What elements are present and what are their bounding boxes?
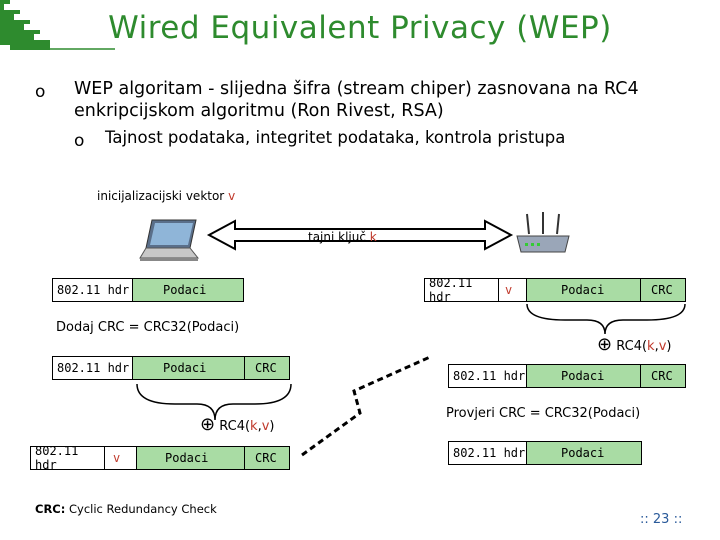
packet-crc: CRC — [641, 365, 685, 387]
key-var: k — [369, 230, 377, 244]
packet-header: 802.11 hdr — [425, 276, 499, 304]
bullet-marker: o — [35, 82, 46, 102]
packet-iv: v — [105, 447, 137, 469]
packet-crc: CRC — [641, 279, 685, 301]
rc4-comma: , — [257, 419, 262, 434]
receiver-packet-plain: 802.11 hdr Podaci — [448, 441, 642, 465]
packet-data: Podaci — [137, 447, 245, 469]
packet-data: Podaci — [527, 365, 641, 387]
sender-packet-encrypted: 802.11 hdr v Podaci CRC — [30, 444, 290, 472]
crc-definition: Cyclic Redundancy Check — [65, 502, 217, 516]
sub-bullet-marker: o — [74, 131, 85, 151]
sender-packet-plain: 802.11 hdr Podaci — [52, 278, 244, 302]
packet-data: Podaci — [527, 442, 641, 464]
receiver-rc4: ⊕ RC4(k,v) — [597, 334, 672, 355]
packet-crc: CRC — [245, 357, 289, 379]
laptop-icon — [139, 219, 200, 261]
packet-header: 802.11 hdr — [53, 357, 133, 379]
packet-data: Podaci — [133, 279, 243, 301]
sender-brace — [136, 383, 292, 421]
slide-title: Wired Equivalent Privacy (WEP) — [108, 10, 612, 46]
check-crc-text: Provjeri CRC = CRC32(Podaci) — [446, 406, 641, 421]
packet-data: Podaci — [133, 357, 245, 379]
receiver-brace — [526, 303, 686, 335]
rc4-v: v — [658, 339, 667, 354]
packet-iv: v — [499, 279, 527, 301]
packet-header: 802.11 hdr — [53, 279, 133, 301]
receiver-packet-decrypted: 802.11 hdr Podaci CRC — [448, 364, 686, 388]
add-crc-text: Dodaj CRC = CRC32(Podaci) — [56, 320, 240, 335]
packet-iv-var: v — [505, 283, 513, 297]
xor-symbol: ⊕ — [200, 414, 216, 435]
iv-var: v — [228, 189, 236, 203]
footer-crc-note: CRC: Cyclic Redundancy Check — [35, 502, 217, 516]
sub-bullet-text: Tajnost podataka, integritet podataka, k… — [105, 128, 566, 147]
page-number: :: 23 :: — [640, 512, 683, 527]
packet-header: 802.11 hdr — [31, 444, 105, 472]
key-label: tajni ključ k — [308, 230, 377, 244]
rc4-k: k — [250, 419, 258, 434]
iv-label: inicijalizacijski vektor v — [97, 189, 235, 203]
packet-iv-var: v — [113, 451, 121, 465]
wireless-router-icon — [516, 212, 570, 253]
rc4-comma: , — [654, 339, 659, 354]
xor-symbol: ⊕ — [597, 334, 613, 355]
packet-data: Podaci — [527, 279, 641, 301]
crc-abbr: CRC: — [35, 502, 66, 516]
rc4-k: k — [647, 339, 655, 354]
packet-header: 802.11 hdr — [449, 365, 527, 387]
double-arrow-icon — [206, 219, 514, 251]
wireless-transmission-icon — [301, 355, 431, 457]
rc4-prefix: RC4( — [616, 339, 648, 354]
rc4-prefix: RC4( — [219, 419, 251, 434]
packet-crc: CRC — [245, 447, 289, 469]
rc4-v: v — [261, 419, 270, 434]
sender-packet-with-crc: 802.11 hdr Podaci CRC — [52, 356, 290, 380]
rc4-suffix: ) — [269, 419, 275, 434]
rc4-suffix: ) — [666, 339, 672, 354]
packet-header: 802.11 hdr — [449, 442, 527, 464]
corner-decoration — [0, 0, 115, 50]
sender-rc4: ⊕ RC4(k,v) — [200, 414, 275, 435]
iv-label-text: inicijalizacijski vektor — [97, 189, 229, 203]
bullet-text-wep: WEP algoritam - slijedna šifra (stream c… — [74, 79, 639, 121]
receiver-packet-encrypted: 802.11 hdr v Podaci CRC — [424, 276, 686, 304]
key-label-text: tajni ključ — [308, 230, 370, 244]
